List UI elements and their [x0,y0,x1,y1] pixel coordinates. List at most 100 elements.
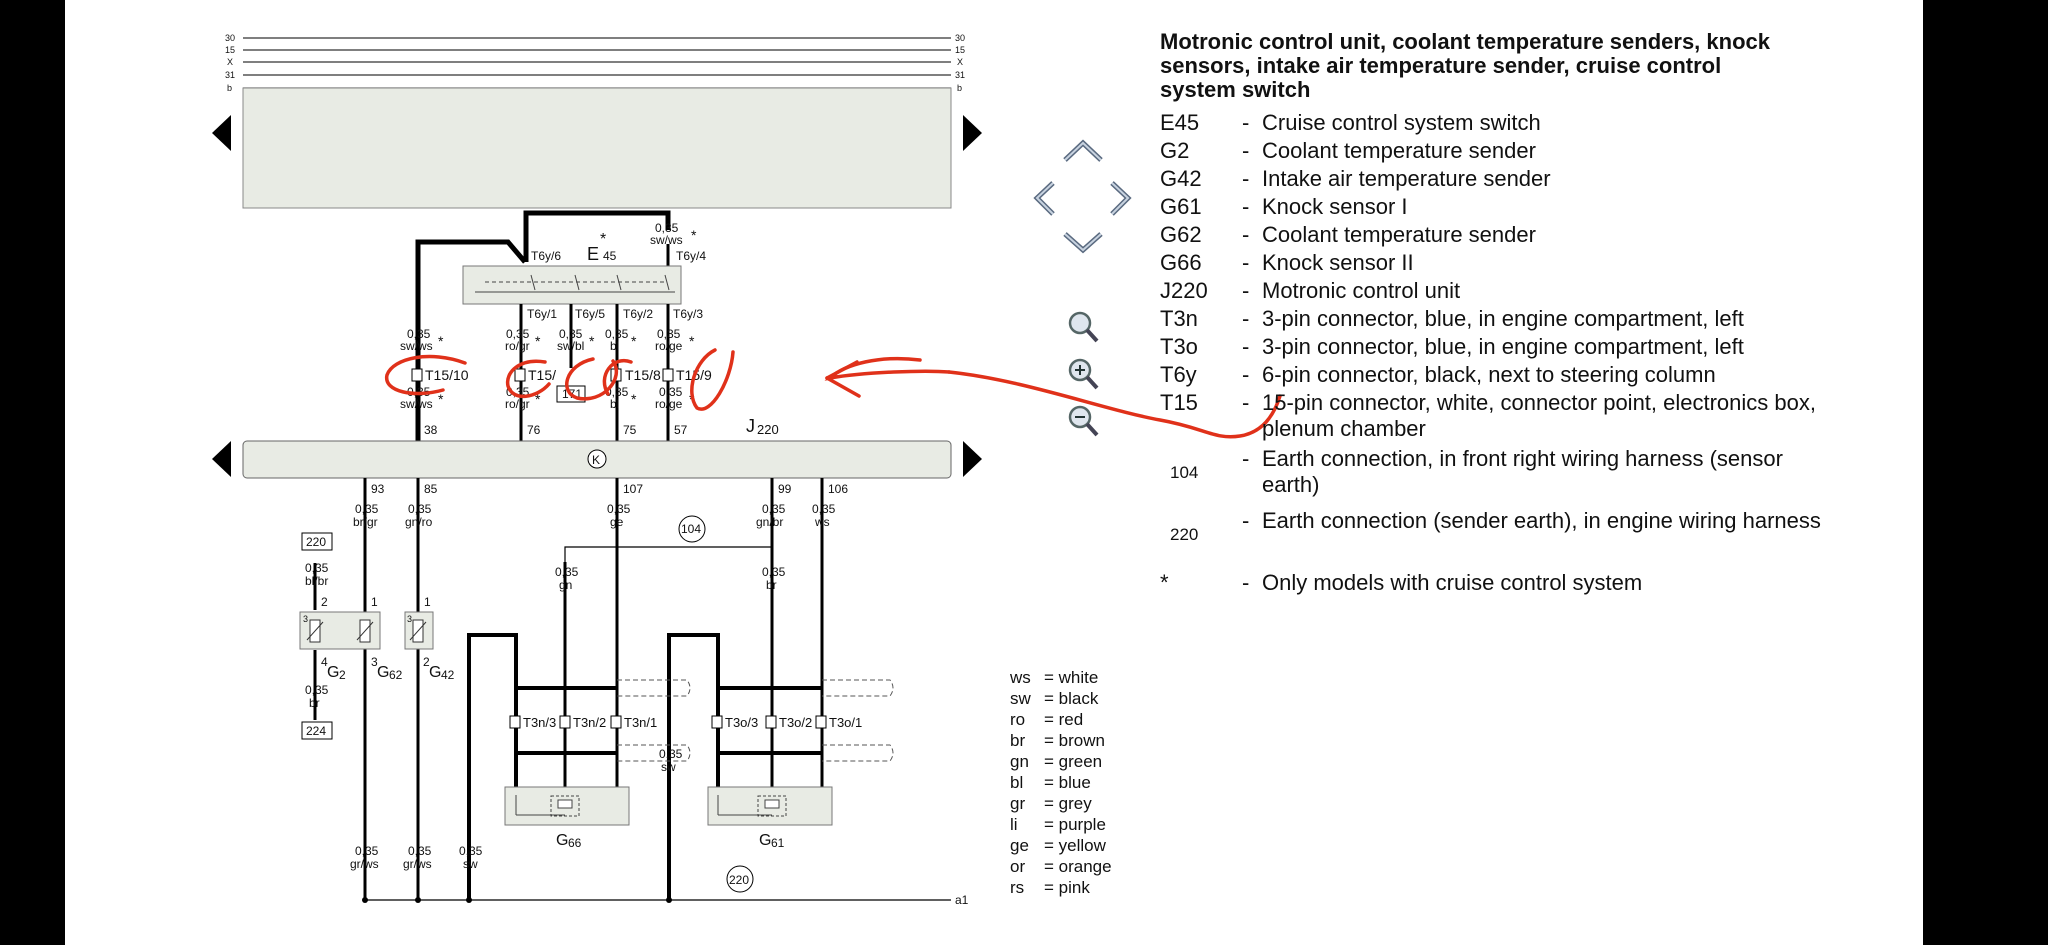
sensor-pin-label: 3 [371,655,378,669]
bottom-wire-size: 0,35 [459,844,483,858]
j220-pin: 99 [778,482,792,496]
e45-pin-label: T6y/6 [531,249,561,263]
lower-t15-wire-size: 0,35 [659,385,683,399]
page-prev-arrow-bottom[interactable] [212,441,231,477]
t6y-pin: T6y/2 [623,307,653,321]
zoom-in-icon[interactable] [1068,358,1099,390]
t3o-connector-icon [815,715,827,729]
rail-label-right: b [957,83,962,93]
t3n-connector-icon [559,715,571,729]
e45-switch-contacts [475,274,675,293]
sw-mid-wire-color: sw [661,760,676,774]
g61-label: G [759,832,771,849]
legend-dash: - [1242,334,1250,359]
color-abbr: rs [1010,878,1025,897]
j220-wire-color: gn/ro [405,515,433,529]
legend-code: * [1160,570,1169,595]
e45-label-num: 45 [603,249,617,263]
legend-code: G2 [1160,138,1190,163]
sw-mid-wire-size: 0,35 [659,747,683,761]
nav-right-arrow-icon[interactable] [1110,181,1132,216]
br-wire-color: br [766,578,777,592]
color-name: = orange [1044,857,1112,876]
g2-label-num: 2 [339,668,346,682]
earth-104-symbol [678,515,706,543]
junction-dot [666,897,672,903]
lower-wiring [313,478,951,901]
color-key-row: li= purple [1010,815,1106,835]
j220-wire-size: 0,35 [607,502,631,516]
t15-connector-icon [662,368,674,382]
color-abbr: sw [1010,689,1031,708]
j220-wire-size: 0,35 [762,502,786,516]
legend-dash: - [1242,362,1250,387]
bottom-wire-size: 0,35 [355,844,379,858]
page-prev-arrow-top[interactable] [212,115,231,151]
a1-label: a1 [955,893,969,907]
t3n-connector-icon [610,715,622,729]
shield-dashes [617,679,894,762]
t3n-pin-label: T3n/3 [523,715,556,730]
rail-label-left: 30 [225,33,235,43]
lower-t15-wire-color: sw/ws [400,397,433,411]
upper-wire-color: ro/ge [655,339,683,353]
color-abbr: ge [1010,836,1029,855]
earth-220-box-label: 220 [306,535,326,549]
color-key-row: or= orange [1010,857,1112,877]
color-key-row: ge= yellow [1010,836,1106,856]
nav-up-arrow-icon[interactable] [1063,139,1103,162]
magnify-icon[interactable] [1068,311,1099,343]
earth-224-box [301,721,333,740]
color-name: = brown [1044,731,1105,750]
legend-code: T3n [1160,306,1198,331]
j220-wire-color: br/gr [353,515,378,529]
earth-220-symbol [726,865,754,893]
j220-pin: 107 [623,482,643,496]
legend-code: 104 [1170,463,1199,482]
upper-wire-star: * [438,333,444,349]
t15-pin-label: T15/8 [625,367,661,383]
g2-lower-wire-color: br [309,696,320,710]
j220-pin: 85 [424,482,438,496]
page-next-arrow-top[interactable] [963,115,982,151]
sensor-pin-label: 3 [303,614,308,624]
bottom-wire-color: sw [463,857,478,871]
color-key-row: ws = white [1010,668,1098,688]
color-abbr: ws [1010,668,1031,687]
upper-wire-color: bl [610,339,619,353]
legend-desc: 6-pin connector, black, next to steering… [1262,362,1716,387]
j220-wire-size: 0,35 [408,502,432,516]
earth-220-symbol-label: 220 [729,873,749,887]
g62-label-num: 62 [389,668,403,682]
e45-top-wire-size: 0,35 [655,221,679,235]
t6y-pin: T6y/1 [527,307,557,321]
color-name: = black [1044,689,1099,708]
color-key-row: rs= pink [1010,878,1090,898]
color-key-row: gr= grey [1010,794,1092,814]
earth-104-label: 104 [681,522,701,536]
color-name: = green [1044,752,1103,771]
color-name: = red [1044,710,1084,729]
e45-label-star: * [600,231,606,248]
color-abbr: li [1010,815,1018,834]
legend-dash: - [1242,390,1250,415]
nav-down-arrow-icon[interactable] [1063,232,1103,254]
lower-t15-wire-color: ro/ge [655,397,683,411]
upper-wire-star: * [535,333,541,349]
sensor-pin-label: 1 [371,595,378,609]
nav-left-arrow-icon[interactable] [1033,181,1055,216]
zoom-out-icon[interactable] [1068,405,1099,437]
color-abbr: ro [1010,710,1026,729]
upper-wire-size: 0,35 [407,327,431,341]
t3o-connector-icon [765,715,777,729]
legend-dash: - [1242,222,1250,247]
g42-label: G [429,664,441,681]
color-name: = grey [1044,794,1092,813]
t3o-connector-icon [711,715,723,729]
j220-k-symbol-letter: K [592,453,600,467]
page-next-arrow-bottom[interactable] [963,441,982,477]
color-name: = white [1044,668,1099,687]
legend-desc: Earth connection, in front right wiring … [1262,446,1783,497]
t15-pin-label: T15/10 [425,367,469,383]
j220-wire-size: 0,35 [355,502,379,516]
